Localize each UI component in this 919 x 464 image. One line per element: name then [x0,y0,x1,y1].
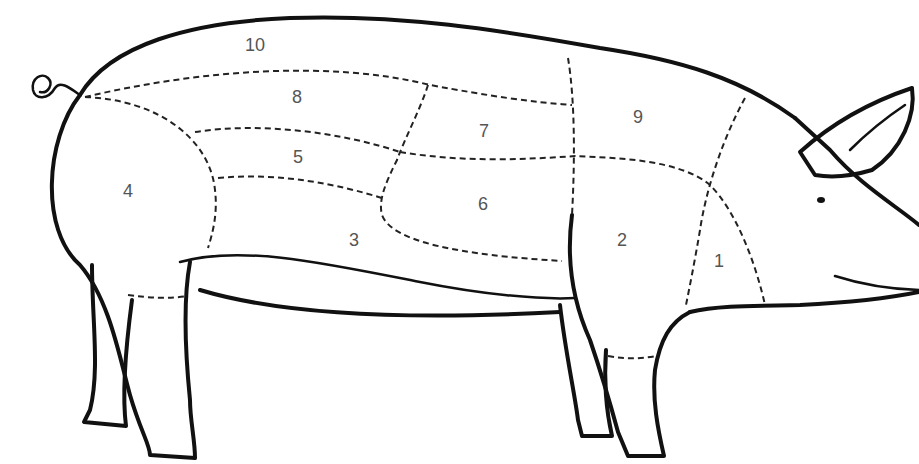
cut-line [400,152,765,305]
ear-fold [850,105,905,150]
cut-line [85,71,572,105]
mouth [835,276,919,290]
cut-line [128,295,188,298]
callout-number: 10 [243,35,267,55]
near-hind-leg [52,95,195,458]
cut-line [218,176,382,198]
tail [33,76,80,98]
callout-number: 9 [631,107,645,127]
cut-line [85,97,216,248]
cut-line [608,356,656,358]
callout-number: 3 [347,230,361,250]
cut-line [686,98,745,305]
body-fill [52,17,919,312]
callout-number: 7 [477,121,491,141]
jaw-line [690,292,919,312]
far-front-leg [560,305,612,436]
belly-fold [180,255,575,298]
back-line [80,17,795,118]
near-front-leg [570,215,690,456]
cut-line [568,58,574,215]
eye [817,197,825,203]
far-hind-leg [84,265,132,426]
callout-number: 6 [476,194,490,214]
cut-line [381,85,562,261]
belly-line [200,290,560,316]
callout-number: 5 [291,147,305,167]
callout-number: 2 [615,230,629,250]
ear [800,88,913,176]
callout-number: 1 [712,251,726,271]
callout-number: 8 [290,87,304,107]
callout-number: 4 [121,181,135,201]
